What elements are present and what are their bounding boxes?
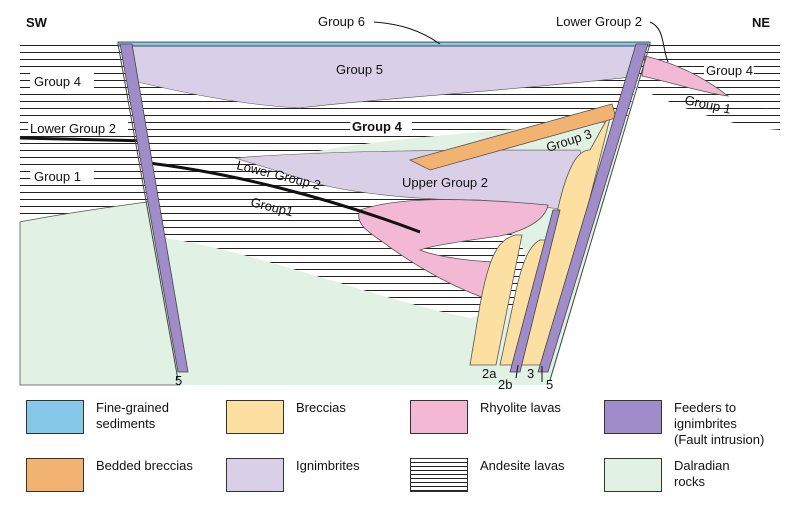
legend-item-dalradian-rocks: Dalradian rocks — [604, 458, 730, 492]
left-lower-group2-line — [19, 136, 151, 143]
legend-swatch — [604, 400, 662, 434]
legend-swatch — [226, 458, 284, 492]
lower-group2-leader — [649, 21, 669, 63]
legend-swatch — [26, 458, 84, 492]
legend-item-breccias: Breccias — [226, 400, 346, 434]
legend-swatch — [226, 400, 284, 434]
group5-ignimbrite — [120, 45, 648, 109]
legend-label: Ignimbrites — [296, 458, 360, 473]
breccia-unit-2b — [499, 239, 549, 366]
legend-label: Rhyolite lavas — [480, 400, 561, 415]
label-group4-center: Group 4 — [352, 119, 403, 134]
label-group4-left: Group 4 — [34, 74, 81, 89]
label-group5: Group 5 — [336, 62, 383, 77]
legend-item-feeders: Feeders to ignimbrites (Fault intrusion) — [604, 400, 764, 448]
group6-fine-sediments — [117, 41, 651, 47]
label-group1-left: Group 1 — [34, 169, 81, 184]
legend-swatch — [26, 400, 84, 434]
label-feeder-3: 3 — [527, 366, 534, 381]
inner-lower-group2-line — [139, 160, 421, 234]
legend-swatch — [604, 458, 662, 492]
right-rhyolite-lens — [641, 55, 730, 97]
legend-label: Bedded breccias — [96, 458, 193, 473]
legend-label: Dalradian rocks — [674, 458, 730, 489]
label-group4-right: Group 4 — [706, 63, 753, 78]
label-feeder-2a: 2a — [482, 366, 497, 381]
legend: Fine-grained sediments Breccias Rhyolite… — [0, 392, 800, 510]
legend-label: Feeders to ignimbrites (Fault intrusion) — [674, 400, 765, 447]
label-feeder-5: 5 — [546, 377, 553, 390]
legend-item-rhyolite-lavas: Rhyolite lavas — [410, 400, 561, 434]
label-lower-group2-top: Lower Group 2 — [556, 14, 642, 29]
legend-item-bedded-breccias: Bedded breccias — [26, 458, 193, 492]
feeder-2b-pointer — [515, 364, 519, 379]
legend-swatch — [410, 458, 468, 492]
label-feeder-left: 5 — [175, 373, 182, 388]
direction-ne: NE — [752, 15, 770, 30]
feeder-dyke-right — [537, 43, 649, 373]
caldera-fault-right — [549, 43, 651, 381]
legend-item-andesite-lavas: Andesite lavas — [410, 458, 565, 492]
feeder-dyke-left — [119, 43, 189, 373]
label-upper-group2: Upper Group 2 — [402, 175, 488, 190]
breccia-unit-3 — [519, 109, 613, 366]
group6-leader — [373, 21, 441, 45]
legend-label: Breccias — [296, 400, 346, 415]
label-feeder-2b: 2b — [498, 377, 512, 390]
caldera-fault-left — [117, 43, 179, 381]
label-lower-group2-left: Lower Group 2 — [30, 121, 116, 136]
rhyolite-lobes — [358, 199, 549, 301]
label-group6: Group 6 — [318, 14, 365, 29]
breccia-unit-2a — [469, 234, 523, 366]
direction-sw: SW — [26, 15, 48, 30]
legend-label: Fine-grained sediments — [96, 400, 169, 431]
cross-section-diagram: SW NE Group 6 Lower Group 2 Group 4 Lowe… — [19, 14, 780, 390]
legend-swatch — [410, 400, 468, 434]
legend-label: Andesite lavas — [480, 458, 565, 473]
legend-item-ignimbrites: Ignimbrites — [226, 458, 360, 492]
legend-item-fine-grained-sediments: Fine-grained sediments — [26, 400, 169, 434]
